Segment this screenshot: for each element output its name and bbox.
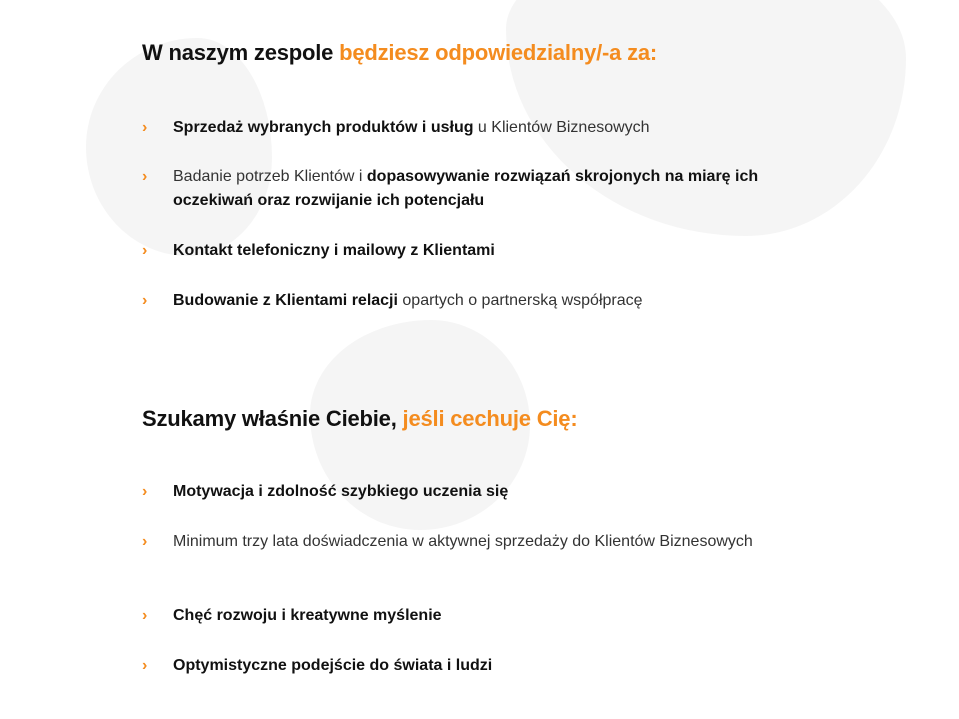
background-blob [86, 38, 272, 256]
chevron-right-icon: › [142, 533, 148, 550]
chevron-right-icon: › [142, 242, 148, 259]
list-item: › Budowanie z Klientami relacji opartych… [142, 289, 812, 313]
item-text: Badanie potrzeb Klientów i [173, 168, 367, 185]
item-text: u Klientów Biznesowych [473, 119, 650, 136]
item-bold-text: Motywacja i zdolność szybkiego uczenia s… [173, 483, 509, 500]
item-bold-text: Kontakt telefoniczny i mailowy z Klienta… [173, 242, 495, 259]
list-item: › Kontakt telefoniczny i mailowy z Klien… [142, 239, 812, 263]
chevron-right-icon: › [142, 168, 148, 185]
item-bold-text: Sprzedaż wybranych produktów i usług [173, 119, 474, 136]
heading-plain: Szukamy właśnie Ciebie, [142, 406, 403, 431]
chevron-right-icon: › [142, 607, 148, 624]
chevron-right-icon: › [142, 483, 148, 500]
item-bold-text: dopasowywanie rozwiązań skrojonych na mi… [173, 168, 759, 209]
list-item: › Optymistyczne podejście do świata i lu… [142, 654, 812, 678]
chevron-right-icon: › [142, 292, 148, 309]
background-blob [310, 320, 530, 530]
item-text: opartych o partnerską współpracę [397, 292, 643, 309]
section-heading-requirements: Szukamy właśnie Ciebie, jeśli cechuje Ci… [142, 406, 578, 432]
item-bold-text: Optymistyczne podejście do świata i ludz… [173, 657, 493, 674]
heading-plain: W naszym zespole [142, 40, 340, 65]
section-heading-responsibilities: W naszym zespole będziesz odpowiedzialny… [142, 40, 657, 66]
item-bold-text: Budowanie z Klientami relacji [173, 292, 398, 309]
chevron-right-icon: › [142, 657, 148, 674]
heading-accent: jeśli cechuje Cię: [402, 406, 578, 431]
item-text: Minimum trzy lata doświadczenia w aktywn… [173, 533, 753, 550]
list-item: › Chęć rozwoju i kreatywne myślenie [142, 604, 812, 628]
item-bold-text: Chęć rozwoju i kreatywne myślenie [173, 607, 442, 624]
heading-accent: będziesz odpowiedzialny/-a za: [339, 40, 658, 65]
list-item: › Minimum trzy lata doświadczenia w akty… [142, 530, 812, 554]
chevron-right-icon: › [142, 119, 148, 136]
list-item: › Sprzedaż wybranych produktów i usług u… [142, 116, 812, 140]
list-item: › Motywacja i zdolność szybkiego uczenia… [142, 480, 812, 504]
list-item: › Badanie potrzeb Klientów i dopasowywan… [142, 165, 812, 213]
